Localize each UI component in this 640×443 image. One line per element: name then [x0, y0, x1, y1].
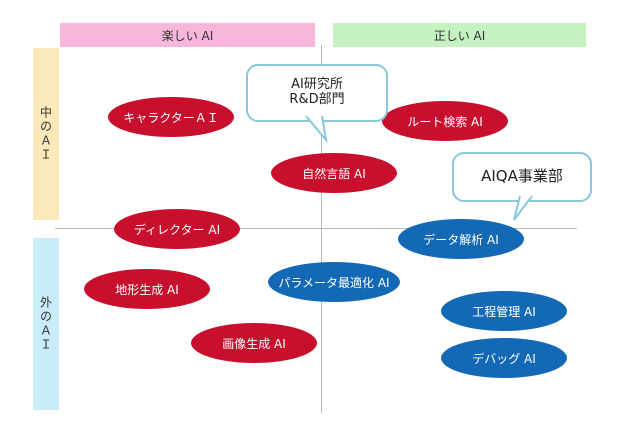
item-terrain-generation-ai: 地形生成 AI	[84, 269, 210, 309]
item-image-generation-ai: 画像生成 AI	[191, 323, 317, 363]
bubble-ai-research-line1: AI研究所	[291, 77, 343, 93]
bubble-aiqa-tail	[513, 194, 533, 221]
label-outer-ai: 外のＡＩ	[33, 238, 59, 410]
item-character-ai: キャラクターＡＩ	[108, 97, 234, 137]
header-fun-ai: 楽しい AI	[60, 23, 315, 47]
vertical-axis	[321, 45, 322, 413]
item-director-ai: ディレクター AI	[114, 209, 240, 249]
label-inner-ai: 中のＡＩ	[33, 48, 59, 220]
item-route-search-ai: ルート検索 AI	[382, 101, 508, 141]
header-correct-ai: 正しい AI	[333, 23, 586, 47]
item-data-analysis-ai: データ解析 AI	[398, 219, 524, 259]
item-debug-ai: デバッグ AI	[441, 338, 567, 378]
item-parameter-optimization-ai: パラメータ最適化 AI	[268, 262, 400, 302]
horizontal-axis	[55, 228, 577, 229]
bubble-ai-research-line2: R&D部門	[289, 92, 345, 107]
item-natural-language-ai: 自然言語 AI	[271, 153, 397, 193]
bubble-ai-research-tail	[305, 114, 328, 144]
item-process-management-ai: 工程管理 AI	[441, 291, 567, 331]
